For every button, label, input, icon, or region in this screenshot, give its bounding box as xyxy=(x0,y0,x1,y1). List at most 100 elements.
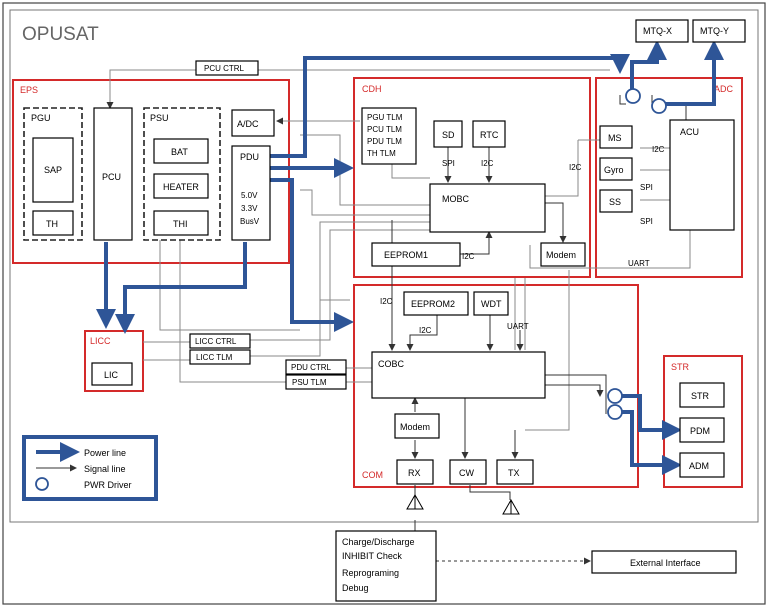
spi-gyro-label: SPI xyxy=(640,183,653,192)
ss-label: SS xyxy=(609,197,621,207)
satellite-frame xyxy=(9,9,759,523)
pwr-driver-adm xyxy=(607,404,623,420)
rx-label: RX xyxy=(408,468,421,478)
acu-block xyxy=(669,119,735,231)
i2c-com-label: I2C xyxy=(380,297,393,306)
heater-block xyxy=(153,173,209,199)
tlm-block xyxy=(361,107,417,165)
ground-line1: Charge/Discharge xyxy=(342,537,415,547)
adm-label: ADM xyxy=(689,461,709,471)
mtqx-label: MTQ-X xyxy=(643,26,672,36)
i2c-cdh-label: I2C xyxy=(569,163,582,172)
pwr-driver-mtqx xyxy=(625,88,641,104)
gyro-label: Gyro xyxy=(604,165,624,175)
mtqy-block xyxy=(692,19,746,43)
th-label-pgu: TH xyxy=(46,219,58,229)
pdu-busv-label: BusV xyxy=(240,217,260,226)
rtc-label: RTC xyxy=(480,130,499,140)
pdu-ctrl-tag xyxy=(285,359,347,375)
pcu-label: PCU xyxy=(102,172,121,182)
sap-label: SAP xyxy=(44,165,62,175)
cdh-label: CDH xyxy=(362,84,382,94)
legend-power-label: Power line xyxy=(84,448,126,458)
modem-com-label: Modem xyxy=(400,422,430,432)
psu-label: PSU xyxy=(150,113,169,123)
tlm-th: TH TLM xyxy=(367,149,396,158)
str-label: STR xyxy=(671,362,690,372)
adc-converter-label: A/DC xyxy=(237,119,259,129)
thi-label: THI xyxy=(173,219,188,229)
com-label: COM xyxy=(362,470,383,480)
licc-ctrl-tag xyxy=(189,333,251,349)
tlm-pgu: PGU TLM xyxy=(367,113,403,122)
mtqx-block xyxy=(635,19,689,43)
uart-adc-label: UART xyxy=(628,259,650,268)
bat-label: BAT xyxy=(171,147,188,157)
pwr-driver-mtqy xyxy=(651,98,667,114)
pcu-ctrl-tag xyxy=(195,60,259,76)
rx-block xyxy=(396,459,434,485)
adm-block xyxy=(679,452,725,478)
ground-interface-box xyxy=(335,530,437,602)
sd-block xyxy=(433,120,463,148)
modem-cdh-block xyxy=(540,242,586,267)
i2c-ms-label: I2C xyxy=(652,145,665,154)
ms-label: MS xyxy=(608,133,622,143)
cdh-boundary xyxy=(353,77,591,278)
heater-label: HEATER xyxy=(163,182,199,192)
pwr-driver-str xyxy=(607,388,623,404)
uart-com-label: UART xyxy=(507,322,529,331)
eps-boundary xyxy=(12,79,290,264)
external-interface-label: External Interface xyxy=(630,558,701,568)
spi-ss-label: SPI xyxy=(640,217,653,226)
pdu-block xyxy=(231,145,271,241)
mobc-label: MOBC xyxy=(442,194,470,204)
cw-label: CW xyxy=(459,468,474,478)
sap-block xyxy=(32,137,74,203)
legend-driver-icon xyxy=(35,477,49,491)
antenna-rx-icon xyxy=(406,493,424,510)
eps-label: EPS xyxy=(20,85,38,95)
cobc-block xyxy=(371,351,546,399)
str-unit-label: STR xyxy=(691,391,710,401)
str-unit-block xyxy=(679,382,725,408)
pdu-5v-label: 5.0V xyxy=(241,191,258,200)
eeprom2-block xyxy=(403,291,469,316)
licc-boundary xyxy=(84,330,144,392)
wdt-label: WDT xyxy=(481,299,502,309)
pcu-ctrl-label: PCU CTRL xyxy=(204,64,245,73)
eeprom1-label: EEPROM1 xyxy=(384,250,428,260)
pgu-label: PGU xyxy=(31,113,51,123)
lic-label: LIC xyxy=(104,370,119,380)
pcu-block xyxy=(93,107,133,241)
com-boundary xyxy=(353,284,639,488)
ground-line2: INHIBIT Check xyxy=(342,551,402,561)
pdu-3v3-label: 3.3V xyxy=(241,204,258,213)
modem-cdh-label: Modem xyxy=(546,250,576,260)
adc-label: ADC xyxy=(714,84,734,94)
i2c-eeprom1-label: I2C xyxy=(462,252,475,261)
pdu-ctrl-label: PDU CTRL xyxy=(291,363,332,372)
antenna-tx-icon xyxy=(502,498,520,515)
licc-label: LICC xyxy=(90,336,111,346)
i2c-eeprom2-label: I2C xyxy=(419,326,432,335)
adc-converter-block xyxy=(231,109,275,137)
pdm-block xyxy=(679,417,725,443)
ss-block xyxy=(599,189,633,213)
cobc-label: COBC xyxy=(378,359,405,369)
thi-block xyxy=(153,210,209,236)
th-block-pgu xyxy=(32,210,74,236)
licc-ctrl-label: LICC CTRL xyxy=(195,337,237,346)
tx-label: TX xyxy=(508,468,520,478)
diagram-title: OPUSAT xyxy=(22,24,99,45)
pdu-label: PDU xyxy=(240,152,259,162)
mobc-block xyxy=(429,183,546,233)
rtc-block xyxy=(472,120,506,148)
modem-com-block xyxy=(394,413,440,439)
cw-block xyxy=(449,459,487,485)
psu-tlm-label: PSU TLM xyxy=(292,378,327,387)
wdt-block xyxy=(473,291,509,316)
legend-driver-label: PWR Driver xyxy=(84,480,132,490)
